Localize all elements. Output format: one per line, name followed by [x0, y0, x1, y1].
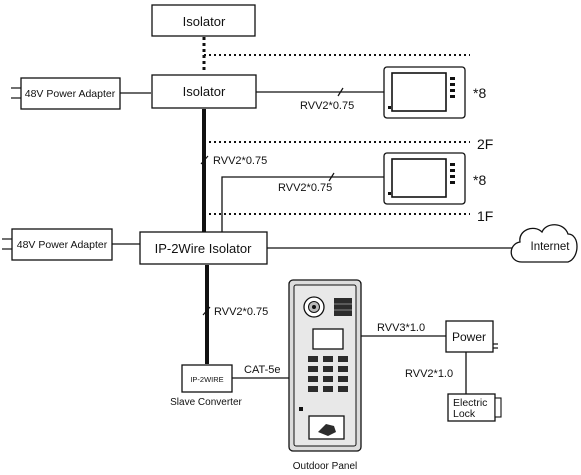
electric-lock-line2: Lock — [453, 408, 476, 420]
monitor-top-cable-label: RVV2*0.75 — [300, 100, 354, 112]
keypad — [308, 356, 348, 392]
monitor-mid-multiplier: *8 — [473, 172, 486, 188]
monitor-mid-cable-label: RVV2*0.75 — [278, 182, 332, 194]
monitor-mid — [383, 152, 466, 205]
slave-converter-caption: Slave Converter — [170, 397, 242, 408]
power-adapter-bottom-box — [11, 228, 113, 261]
ip2wire-isolator-box — [139, 231, 268, 265]
wire-monitor-mid — [221, 176, 384, 232]
power-adapter-top-box — [20, 77, 121, 110]
power-label: Power — [452, 330, 486, 344]
monitor-top-multiplier: *8 — [473, 85, 486, 101]
floor-label-1f: 1F — [477, 208, 493, 224]
outdoor-panel-caption: Outdoor Panel — [293, 461, 358, 472]
power-box — [445, 320, 494, 353]
isolator-mid-label: Isolator — [183, 84, 226, 99]
outdoor-panel — [288, 279, 362, 452]
power-adapter-bottom-label: 48V Power Adapter — [17, 239, 108, 251]
cable-tick — [328, 172, 335, 182]
isolator-top-box — [151, 4, 256, 37]
electric-lock-cable-label: RVV2*1.0 — [405, 368, 453, 380]
cat5e-label: CAT-5e — [244, 364, 280, 376]
cable-tick — [202, 306, 211, 316]
trunk-cable-upper-label: RVV2*0.75 — [213, 155, 267, 167]
monitor-top — [383, 66, 466, 119]
lock-bolt — [494, 397, 502, 418]
power-adapter-top-label: 48V Power Adapter — [25, 88, 116, 100]
isolator-top-label: Isolator — [183, 14, 226, 29]
isolator-mid-box — [151, 74, 257, 109]
slave-converter-box — [181, 364, 233, 393]
slave-converter-box-label: IP-2WIRE — [190, 375, 223, 384]
ip2wire-isolator-label: IP-2Wire Isolator — [155, 241, 252, 256]
cable-tick — [337, 87, 344, 97]
floor-label-2f: 2F — [477, 136, 493, 152]
electric-lock-line1: Electric — [453, 397, 487, 409]
electric-lock-box — [447, 393, 496, 422]
trunk-cable-lower-label: RVV2*0.75 — [214, 306, 268, 318]
internet-cloud-icon — [510, 224, 578, 263]
hand-card-icon — [318, 424, 336, 436]
cable-tick — [200, 155, 209, 165]
internet-label: Internet — [531, 241, 571, 253]
power-cable-label: RVV3*1.0 — [377, 322, 425, 334]
